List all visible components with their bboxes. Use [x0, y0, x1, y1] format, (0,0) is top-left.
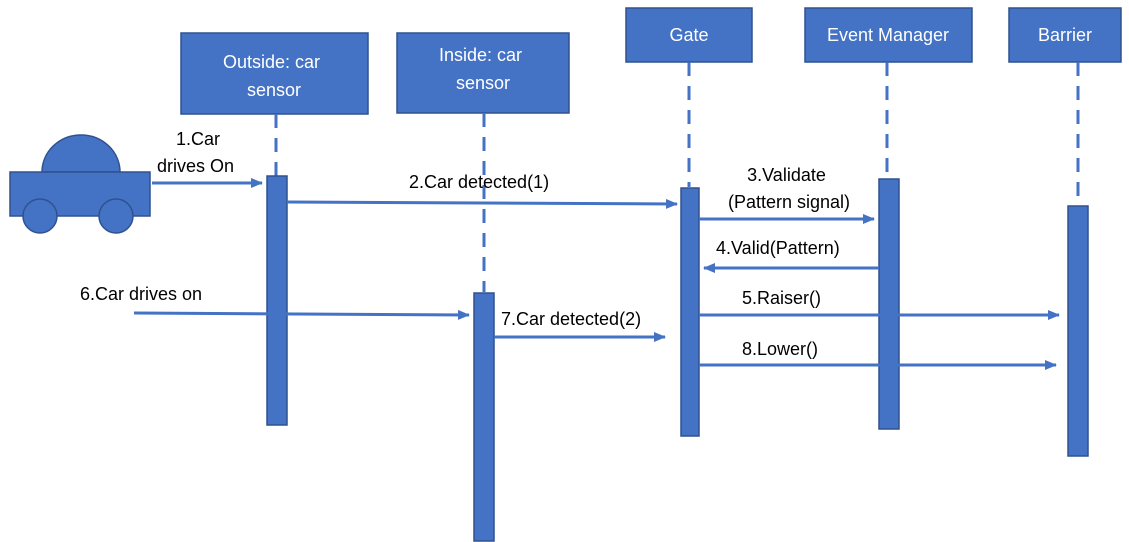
lifeline-box-outside [180, 32, 369, 115]
lifeline-gate: Gate [625, 7, 753, 63]
lifeline-box-event-manager [804, 7, 973, 63]
activation-inside [473, 292, 495, 542]
message-label-4: 4.Valid(Pattern) [716, 238, 840, 258]
activation-outside [266, 175, 288, 426]
lifeline-label-event-manager: Event Manager [827, 25, 949, 45]
lifeline-label-barrier: Barrier [1038, 25, 1092, 45]
car-icon [9, 134, 151, 234]
lifeline-inside: Inside: car sensor [396, 32, 570, 114]
lifeline-box-inside [396, 32, 570, 114]
lifeline-event-manager: Event Manager [804, 7, 973, 63]
message-label-1: 1.Car drives On [157, 129, 234, 176]
message-label-5: 5.Raiser() [742, 288, 821, 308]
message-label-7: 7.Car detected(2) [501, 309, 641, 329]
lifeline-box-barrier [1008, 7, 1122, 63]
message-label-2: 2.Car detected(1) [409, 172, 549, 192]
message-label-8: 8.Lower() [742, 339, 818, 359]
lifeline-label-outside: Outside: car sensor [223, 52, 325, 100]
lifeline-label-gate: Gate [669, 25, 708, 45]
activation-event-manager [878, 178, 900, 430]
activation-gate [680, 187, 700, 437]
lifeline-barrier: Barrier [1008, 7, 1122, 63]
message-label-6: 6.Car drives on [80, 284, 202, 304]
lifeline-box-gate [625, 7, 753, 63]
activation-barrier [1067, 205, 1089, 457]
lifeline-outside: Outside: car sensor [180, 32, 369, 115]
message-label-3: 3.Validate (Pattern signal) [728, 165, 850, 212]
message-arrow-6 [133, 309, 470, 320]
lifeline-label-inside: Inside: car sensor [439, 45, 527, 93]
message-arrow-2 [286, 198, 678, 209]
